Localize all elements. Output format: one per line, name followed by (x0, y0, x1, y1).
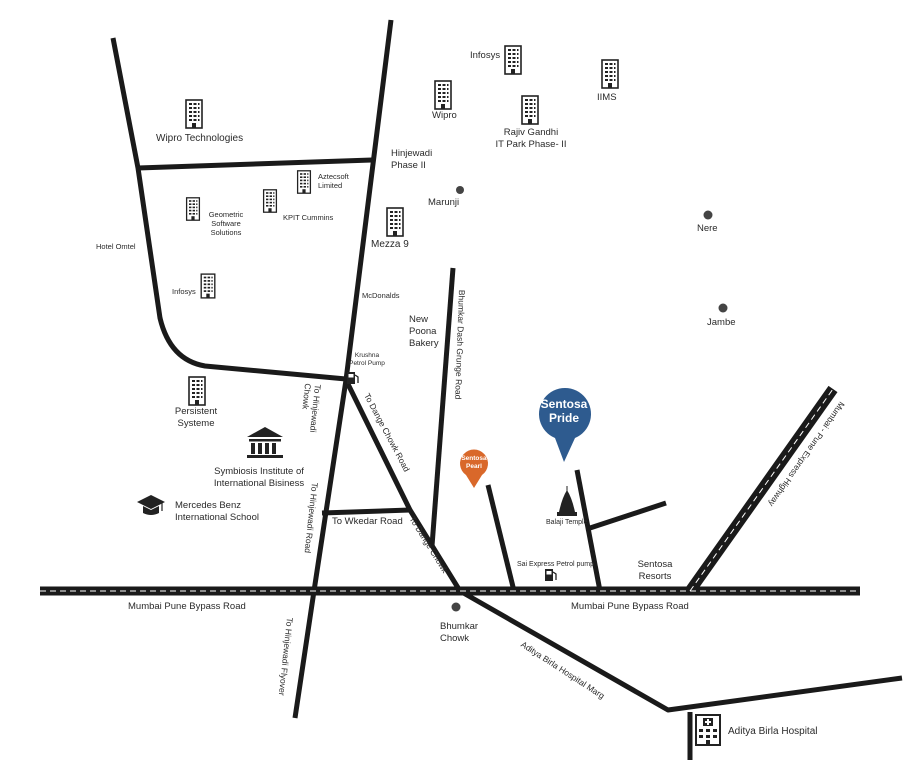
sentosa-pride-pin[interactable] (539, 388, 591, 462)
persistent-building-icon (188, 376, 206, 406)
sentosa-pearl-pin[interactable] (460, 449, 489, 488)
symbiosis-label: Symbiosis Institute of International Bis… (213, 466, 305, 489)
sai-express-label: Sai Express Petrol pump (517, 561, 595, 568)
jambe-dot-icon (718, 303, 728, 313)
to-wkedar-road-label: To Wkedar Road (332, 516, 403, 527)
mezza9-building-icon (386, 207, 404, 237)
wipro-building-icon (434, 80, 452, 110)
sentosa-resorts-label: Sentosa Resorts (637, 559, 673, 582)
bhumkar-chowk-dot-icon (451, 602, 461, 612)
rajiv-gandhi-building-icon (521, 95, 539, 125)
aditya-hospital-label: Aditya Birla Hospital (728, 726, 818, 737)
kpit-building-icon (262, 189, 278, 213)
infosys-top-label: Infosys (470, 50, 501, 61)
iims-building-icon (601, 59, 619, 89)
mercedes-label: Mercedes Benz International School (175, 500, 259, 523)
balaji-temple-label: Balaji Temple (546, 519, 588, 526)
marunji-label: Marunji (428, 197, 460, 208)
aztecsoft-label: Aztecsoft Limited (318, 172, 349, 190)
krushna-fuel-pump-icon (346, 371, 359, 385)
wipro-technologies-building-icon (185, 99, 203, 129)
rajiv-gandhi-label: Rajiv Gandhi IT Park Phase- II (495, 127, 567, 150)
bhumkar-chowk-label: Bhumkar Chowk (440, 621, 479, 644)
iims-label: IIMS (597, 92, 617, 103)
new-poona-bakery-label: New Poona Bakery (409, 314, 439, 349)
geometric-label: Geometric Software Solutions (208, 210, 244, 237)
sai-express-fuel-pump-icon (544, 568, 557, 582)
sentosa-pearl-label: Sentosa Pearl (461, 455, 487, 470)
infosys-left-label: Infosys (172, 287, 196, 296)
mezza9-label: Mezza 9 (371, 239, 409, 250)
sentosa-pride-label: Sentosa Pride (540, 397, 588, 425)
geometric-building-icon (185, 197, 201, 221)
hotel-omtel-label: Hotel Omtel (96, 242, 136, 251)
mumbai-pune-bypass-left-label: Mumbai Pune Bypass Road (128, 601, 246, 612)
nere-label: Nere (697, 223, 718, 234)
aditya-hospital-icon (695, 714, 721, 746)
marunji-dot-icon (456, 186, 464, 194)
wipro-technologies-label: Wipro Technologies (156, 133, 244, 144)
road-network (40, 19, 903, 760)
balaji-temple-icon (557, 486, 577, 516)
nere-dot-icon (703, 210, 713, 220)
jambe-label: Jambe (707, 317, 736, 328)
krushna-petrol-pump-label: Krushna Petrol Pump (349, 352, 385, 367)
persistent-label: Persistent Systeme (174, 406, 218, 429)
infosys-top-building-icon (504, 45, 522, 75)
symbiosis-institute-icon (247, 427, 283, 458)
aztecsoft-building-icon (296, 170, 312, 194)
infosys-left-building-icon (200, 273, 216, 299)
hinjewadi-phase2-label: Hinjewadi Phase II (391, 148, 433, 171)
wipro-label: Wipro (432, 110, 457, 121)
mcdonalds-label: McDonalds (362, 291, 400, 300)
mercedes-school-graduation-cap-icon (137, 495, 165, 515)
mumbai-pune-bypass-right-label: Mumbai Pune Bypass Road (571, 601, 689, 612)
kpit-label: KPIT Cummins (283, 213, 334, 222)
